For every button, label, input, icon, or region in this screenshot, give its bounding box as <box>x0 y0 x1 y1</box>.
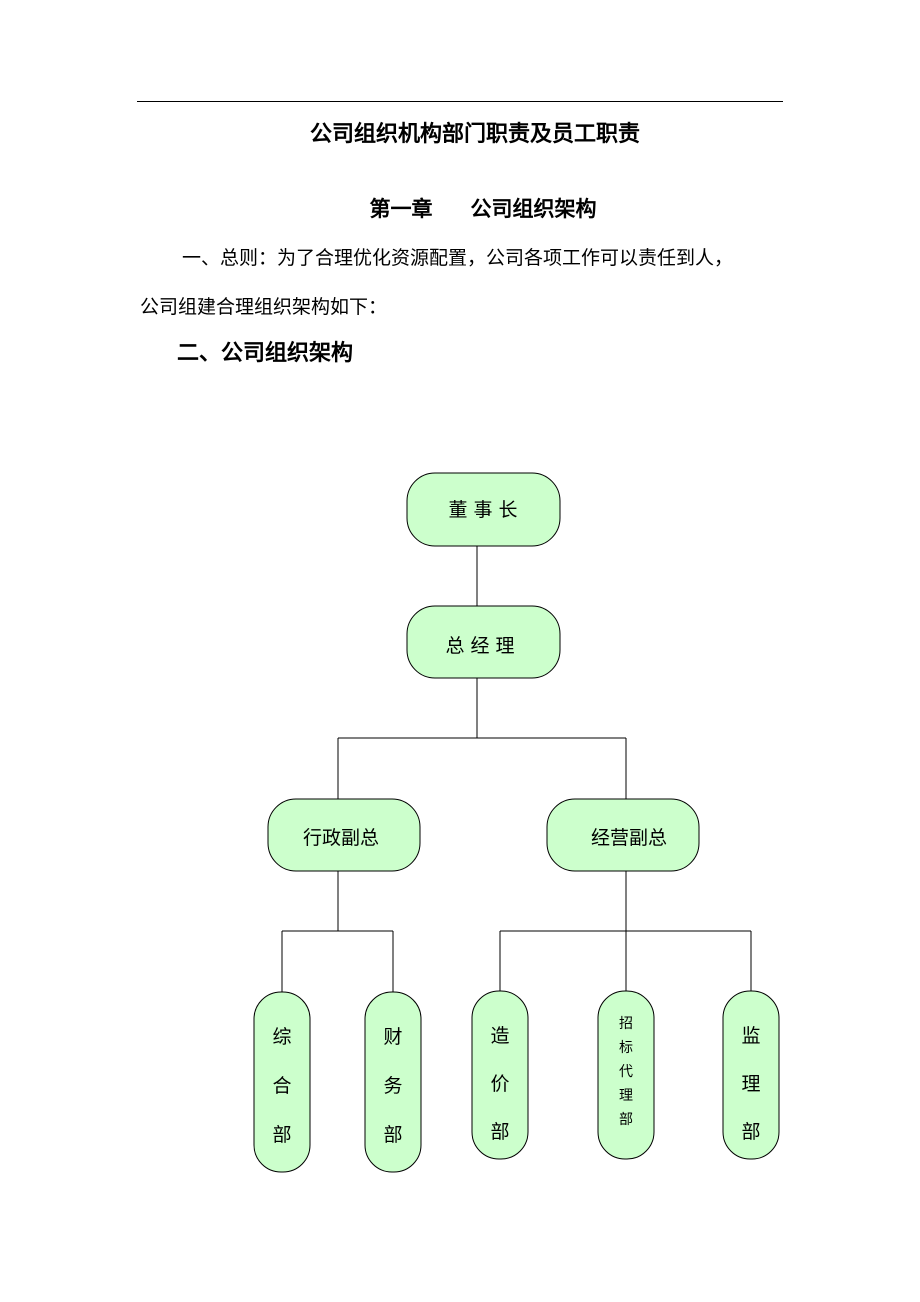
node-supervision-dept: 监理部 <box>722 990 780 1160</box>
department-label: 监理部 <box>741 1025 760 1143</box>
department-label: 招标代理部 <box>619 1016 633 1128</box>
intro-paragraph-line2: 公司组建合理组织架构如下： <box>140 296 388 318</box>
node-general-manager-label: 总 经 理 <box>445 635 514 657</box>
node-ops-vp: 经营副总 <box>546 798 700 872</box>
chapter-name: 公司组织架构 <box>470 197 597 221</box>
node-chairman-label: 董 事 长 <box>448 499 517 521</box>
node-admin-vp: 行政副总 <box>267 798 421 872</box>
header-rule <box>137 101 783 102</box>
department-label: 造价部 <box>490 1025 509 1143</box>
section-heading: 二、公司组织架构 <box>177 341 354 366</box>
node-chairman: 董 事 长 <box>406 472 561 547</box>
node-admin-vp-label: 行政副总 <box>303 827 379 849</box>
node-general-manager: 总 经 理 <box>406 605 561 679</box>
department-label: 财务部 <box>383 1026 402 1146</box>
node-ops-vp-label: 经营副总 <box>591 827 667 849</box>
department-label: 综合部 <box>272 1026 291 1146</box>
node-finance-dept: 财务部 <box>364 991 422 1173</box>
org-chart-connectors <box>281 546 752 992</box>
intro-paragraph-line1: 一、总则：为了合理优化资源配置，公司各项工作可以责任到人， <box>182 247 734 269</box>
node-general-dept: 综合部 <box>253 991 311 1173</box>
node-cost-dept: 造价部 <box>471 990 529 1160</box>
document-title: 公司组织机构部门职责及员工职责 <box>309 122 640 147</box>
node-tender-agency-dept: 招标代理部 <box>597 990 655 1160</box>
chapter-number: 第一章 <box>369 197 433 221</box>
chapter-heading: 第一章 公司组织架构 <box>0 192 920 226</box>
